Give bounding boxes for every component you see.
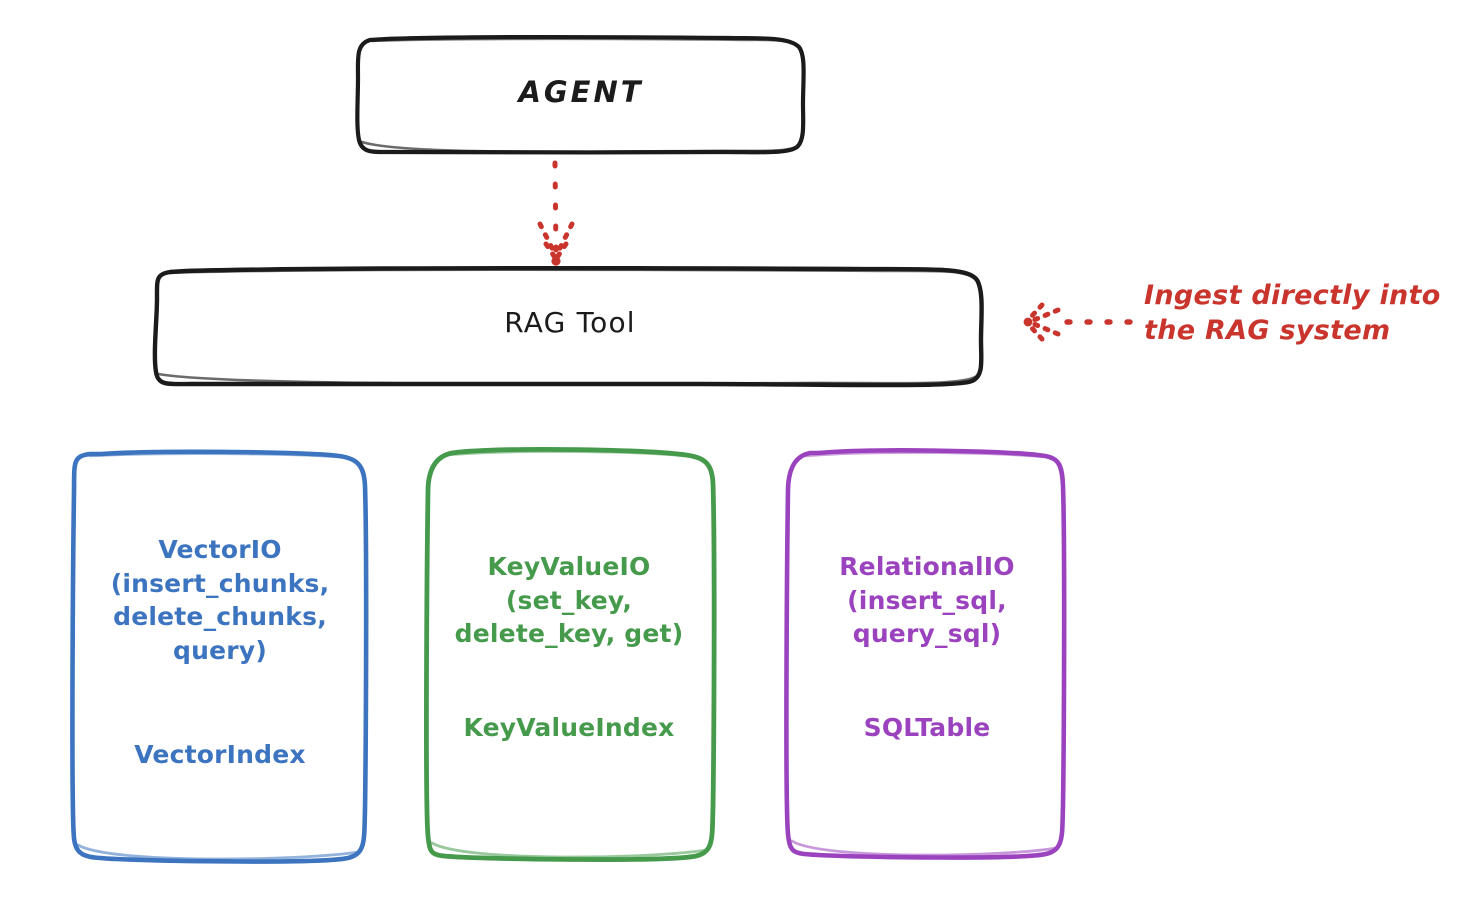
rag-tool-box-outline: [152, 265, 984, 388]
relational-io-box-sketch-overlay-2: [790, 839, 1058, 857]
sql-table-label: SQLTable: [863, 713, 991, 742]
vector-io-box-sketch-overlay-2: [76, 843, 360, 861]
keyvalue-io-box-sketch-overlay: [446, 450, 686, 458]
agent-to-rag-arrow: [537, 160, 575, 266]
vector-io-box-outline: [70, 449, 369, 864]
agent-box-outline: [355, 34, 806, 155]
agent-to-rag-arrow-tip: [551, 256, 561, 266]
keyvalue-io-box-outline: [424, 446, 717, 862]
agent-label: AGENT: [518, 75, 644, 109]
keyvalue-io-box-sketch-overlay-2: [430, 841, 708, 859]
vector-io-box-sketch-overlay: [88, 452, 338, 459]
ingest-arrow-tip: [1023, 317, 1033, 327]
vector-io-api-label: VectorIO (insert_chunks, delete_chunks, …: [110, 535, 330, 665]
keyvalue-io-node[interactable]: [424, 446, 717, 862]
keyvalue-index-label: KeyValueIndex: [463, 713, 675, 742]
vector-io-node[interactable]: [70, 449, 369, 864]
ingest-arrow: [1023, 302, 1133, 342]
agent-box-sketch-overlay-2: [360, 140, 801, 154]
agent-to-rag-arrow-shaft: [552, 160, 559, 256]
relational-io-node[interactable]: [784, 448, 1067, 860]
agent-to-rag-arrow-head: [537, 221, 575, 259]
rag-tool-label: RAG Tool: [504, 306, 636, 339]
ingest-arrow-head: [1027, 302, 1061, 342]
relational-io-box-sketch-overlay: [804, 451, 1046, 459]
rag-tool-node[interactable]: [152, 265, 984, 388]
relational-io-box-outline: [784, 448, 1067, 860]
ingest-annotation-text: Ingest directly into the RAG system: [1144, 280, 1441, 347]
relational-io-api-label: RelationalIO (insert_sql, query_sql): [839, 552, 1015, 648]
agent-node[interactable]: [355, 34, 806, 155]
vector-index-label: VectorIndex: [134, 740, 306, 769]
rag-tool-box-sketch-overlay-2: [156, 372, 979, 386]
agent-box-sketch-overlay: [370, 37, 802, 52]
rag-tool-box-sketch-overlay: [166, 268, 980, 284]
keyvalue-io-api-label: KeyValueIO (set_key, delete_key, get): [454, 552, 684, 648]
